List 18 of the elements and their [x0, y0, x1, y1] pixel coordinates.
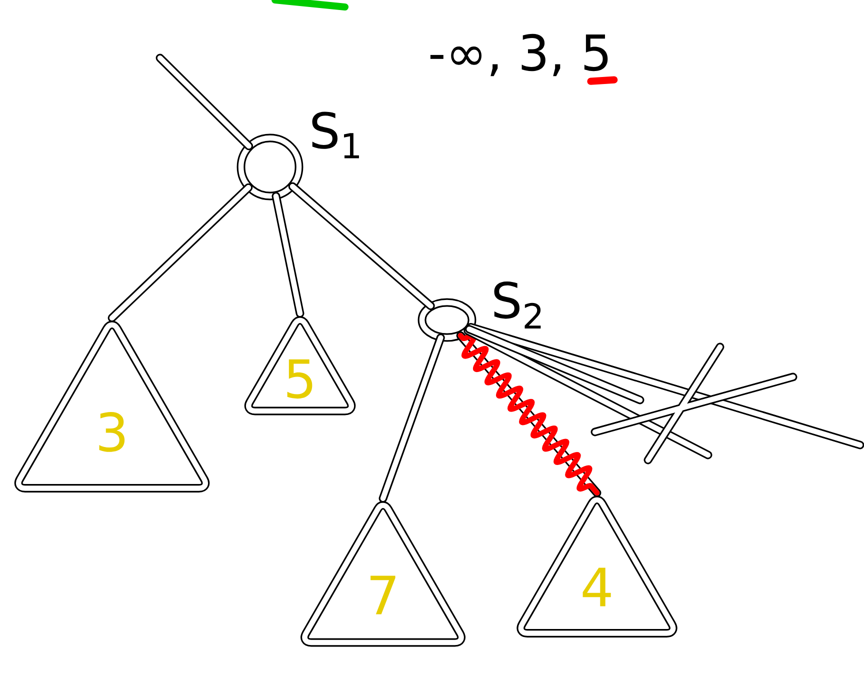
tree-node-circle [236, 134, 304, 200]
root-branch [156, 54, 254, 150]
tree-node-circle [418, 298, 476, 342]
triangle-subtree: 7 [300, 501, 466, 647]
triangle-subtree: 4 [516, 496, 678, 638]
pruned-branch [466, 322, 864, 450]
triangle-subtree: 5 [244, 316, 356, 416]
triangle-subtree: 3 [14, 320, 210, 492]
cut-branch [456, 331, 602, 498]
pruned-branch [465, 325, 644, 404]
bound-label: -∞, 3, 5 [430, 34, 608, 76]
tree-branch [288, 182, 435, 310]
pruned-branch [464, 326, 712, 460]
node-label: S$_{2}$ [494, 281, 541, 328]
node-label: S$_{1}$ [312, 112, 359, 158]
tree-branch [272, 192, 304, 318]
tree-branch [378, 334, 445, 503]
tree-branch [108, 183, 253, 322]
